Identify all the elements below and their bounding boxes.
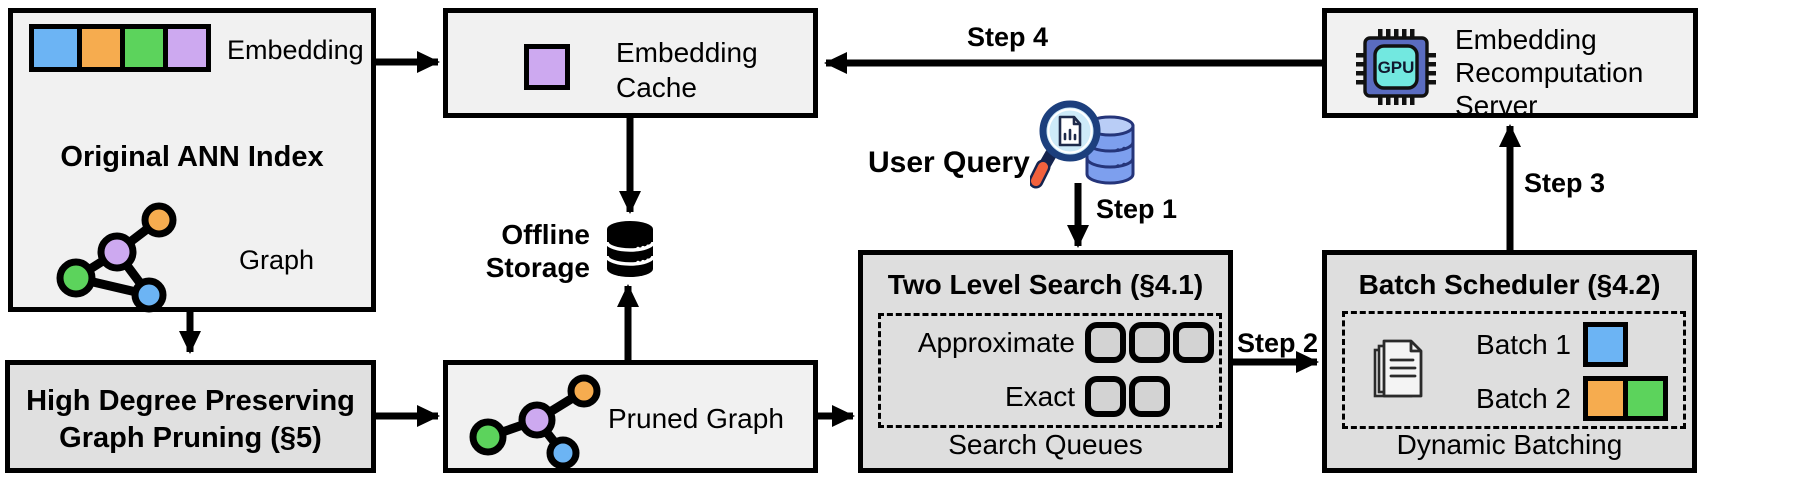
database-icon <box>605 221 655 277</box>
cached-embedding-square <box>524 44 570 90</box>
graph-pruning-title: High Degree Preserving Graph Pruning (§5… <box>10 383 371 457</box>
batch-square-blue <box>1583 322 1628 367</box>
embedding-cache-line2: Cache <box>616 72 697 103</box>
graph-pruning-line1: High Degree Preserving <box>26 385 355 417</box>
embedding-cache-box: Embedding Cache <box>443 8 818 118</box>
server-line3: Server <box>1455 90 1538 121</box>
graph-pruning-box: High Degree Preserving Graph Pruning (§5… <box>5 360 376 473</box>
offline-storage-line2: Storage <box>485 252 590 283</box>
embedding-label: Embedding <box>227 35 364 65</box>
batch1-row: Batch 1 <box>1345 322 1683 367</box>
step3-label: Step 3 <box>1524 168 1606 198</box>
exact-queue-row: Exact <box>881 376 1219 417</box>
embedding-cell-purple <box>163 29 206 67</box>
original-ann-index-title: Original ANN Index <box>60 141 324 173</box>
graph-icon <box>56 202 177 313</box>
batch1-label: Batch 1 <box>1476 328 1571 360</box>
approximate-queue-slots <box>1085 322 1214 363</box>
queue-slot <box>1085 322 1126 363</box>
embedding-cell-green <box>120 29 163 67</box>
embedding-cell-orange <box>77 29 120 67</box>
batch2-label: Batch 2 <box>1476 382 1571 414</box>
graph-label: Graph <box>239 245 315 275</box>
pruned-graph-box: Pruned Graph <box>443 360 818 473</box>
embedding-cell-blue <box>34 29 77 67</box>
query-search-icon <box>1030 100 1135 189</box>
queue-slot <box>1173 322 1214 363</box>
approximate-label: Approximate <box>917 326 1075 358</box>
original-ann-index-box: Embedding Original ANN Index Graph <box>8 8 376 313</box>
server-line2: Recomputation <box>1455 57 1644 88</box>
queue-slot <box>1129 322 1170 363</box>
embedding-cache-label: Embedding Cache <box>616 35 758 105</box>
gpu-text: GPU <box>1378 58 1415 77</box>
search-queues-zone: Approximate Exact <box>878 313 1222 428</box>
documents-icon <box>1373 339 1423 398</box>
server-line1: Embedding <box>1455 24 1597 55</box>
embedding-cache-line1: Embedding <box>616 37 758 68</box>
pruned-graph-label: Pruned Graph <box>608 403 784 434</box>
recomputation-server-box: GPU Embedding Recomputation Server <box>1322 8 1698 121</box>
recomputation-server-label: Embedding Recomputation Server <box>1455 23 1643 122</box>
search-queues-footer: Search Queues <box>948 429 1143 460</box>
two-level-search-title: Two Level Search (§4.1) <box>887 269 1204 300</box>
pruned-graph-icon <box>469 374 601 470</box>
dynamic-batching-footer: Dynamic Batching <box>1396 429 1623 460</box>
step2-label: Step 2 <box>1237 328 1319 358</box>
dynamic-batching-zone: Batch 1 Batch 2 <box>1342 311 1686 429</box>
exact-queue-slots <box>1085 376 1170 417</box>
batch-scheduler-box: Batch Scheduler (§4.2) Batch 1 <box>1322 250 1697 473</box>
offline-storage-line1: Offline <box>501 219 590 250</box>
batch-square-green <box>1623 376 1668 421</box>
batch-scheduler-title: Batch Scheduler (§4.2) <box>1358 269 1661 300</box>
embedding-strip <box>29 24 211 72</box>
queue-slot <box>1129 376 1170 417</box>
exact-label: Exact <box>1004 380 1075 412</box>
approximate-queue-row: Approximate <box>881 322 1219 363</box>
two-level-search-box: Two Level Search (§4.1) Approximate Exac… <box>858 250 1233 473</box>
batch1-squares <box>1583 322 1628 367</box>
offline-storage-label: Offline Storage <box>438 218 590 284</box>
graph-pruning-line2: Graph Pruning (§5) <box>59 422 322 454</box>
batch2-row: Batch 2 <box>1345 376 1683 421</box>
batch-square-orange <box>1583 376 1628 421</box>
step4-label: Step 4 <box>966 22 1049 52</box>
batch2-squares <box>1583 376 1668 421</box>
queue-slot <box>1085 376 1126 417</box>
user-query-label: User Query <box>868 146 1030 179</box>
step1-label: Step 1 <box>1096 194 1178 224</box>
gpu-chip-icon: GPU <box>1356 29 1436 105</box>
